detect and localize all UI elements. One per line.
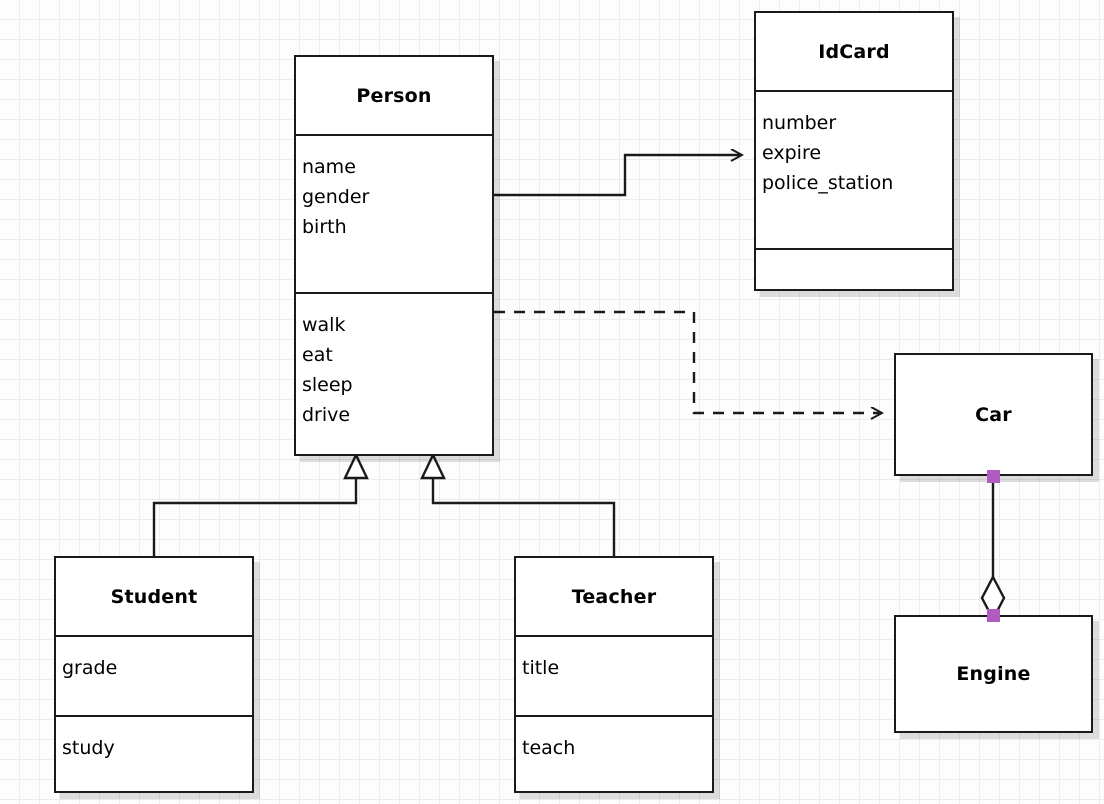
attribute: name <box>302 156 356 178</box>
class-teacher-attributes: title <box>516 635 712 715</box>
edge-car-engine[interactable] <box>980 476 1006 622</box>
class-person-operations: walk eat sleep drive <box>296 292 492 454</box>
attribute: gender <box>302 186 370 208</box>
class-idcard-operations <box>756 248 952 289</box>
operation: teach <box>522 737 576 759</box>
class-engine-title: Engine <box>956 663 1031 685</box>
class-person[interactable]: Person name gender birth walk eat sleep … <box>294 55 494 456</box>
class-teacher[interactable]: Teacher title teach <box>514 556 714 793</box>
class-student-title: Student <box>110 585 198 608</box>
operation: walk <box>302 314 346 336</box>
edge-student-person[interactable] <box>152 452 369 556</box>
attribute: birth <box>302 216 347 238</box>
edge-person-car[interactable] <box>494 310 882 413</box>
class-idcard-attributes: number expire police_station <box>756 90 952 248</box>
class-teacher-operations: teach <box>516 715 712 791</box>
edge-teacher-person[interactable] <box>420 452 616 556</box>
attribute: grade <box>62 657 118 679</box>
class-person-title: Person <box>356 84 432 107</box>
attribute: expire <box>762 142 822 164</box>
class-student-attributes: grade <box>56 635 252 715</box>
attribute: police_station <box>762 172 894 194</box>
connector-handle-engine[interactable] <box>987 609 1000 622</box>
class-student-operations: study <box>56 715 252 791</box>
class-car[interactable]: Car <box>894 353 1093 476</box>
operation: sleep <box>302 374 353 396</box>
operation: drive <box>302 404 351 426</box>
operation: eat <box>302 344 333 366</box>
class-idcard[interactable]: IdCard number expire police_station <box>754 11 954 291</box>
class-car-title: Car <box>975 403 1012 426</box>
class-student[interactable]: Student grade study <box>54 556 254 793</box>
class-engine[interactable]: Engine <box>894 615 1093 733</box>
class-teacher-title: Teacher <box>571 585 657 608</box>
edge-person-idcard[interactable] <box>494 155 742 197</box>
attribute: title <box>522 657 560 679</box>
class-idcard-title: IdCard <box>818 40 890 63</box>
class-person-attributes: name gender birth <box>296 134 492 292</box>
connector-handle-car[interactable] <box>987 470 1000 483</box>
attribute: number <box>762 112 837 134</box>
operation: study <box>62 737 115 759</box>
